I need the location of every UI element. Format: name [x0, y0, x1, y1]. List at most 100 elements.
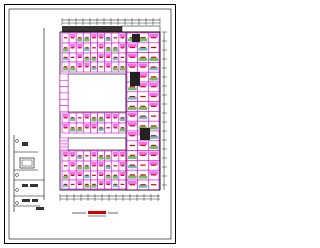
room-label-mark [85, 183, 89, 185]
room-label-mark [129, 115, 135, 117]
room-label-mark [63, 117, 68, 119]
room-hatch [105, 156, 111, 160]
room-fill [63, 124, 69, 128]
title-band-dark [62, 26, 122, 32]
room-fill [128, 43, 137, 48]
right-dimension-strip [162, 31, 167, 190]
room-hatch [112, 175, 118, 179]
room-label-mark [140, 76, 146, 78]
room-label-mark [113, 47, 118, 49]
room-hatch [138, 38, 148, 42]
room-label-mark [106, 37, 110, 39]
room-hatch [91, 118, 97, 122]
room-fill [119, 172, 125, 176]
room-hatch [138, 175, 148, 179]
room-label-mark [78, 37, 82, 39]
room-label-mark [140, 105, 146, 107]
room-label-mark [129, 86, 135, 88]
room-label-mark [92, 183, 96, 185]
room-hatch [128, 87, 137, 91]
room-fill [98, 172, 104, 176]
room-label-mark [70, 56, 75, 58]
room-label-mark [85, 127, 89, 129]
room-fill [138, 83, 148, 87]
room-hatch [91, 57, 97, 61]
room-label-mark [151, 56, 157, 58]
room-label-mark [140, 174, 146, 176]
room-label-mark [151, 46, 157, 49]
room-label-mark [129, 105, 135, 107]
room-hatch [128, 175, 137, 179]
room-fill [112, 124, 118, 128]
room-label-mark [78, 183, 82, 185]
corridor-room [59, 92, 69, 100]
room-hatch [98, 128, 104, 131]
corridor-room [59, 105, 69, 113]
room-label-mark [120, 56, 125, 58]
room-label-mark [63, 47, 68, 49]
room-fill [84, 124, 90, 128]
room-label-mark [99, 117, 103, 119]
room-label-mark [120, 37, 125, 39]
room-label-mark [120, 66, 125, 68]
room-label-mark [78, 117, 82, 119]
room-label-mark [70, 127, 75, 129]
room-label-mark [140, 86, 146, 88]
corridor-room [59, 140, 69, 145]
courtyard-upper [67, 73, 127, 113]
room-label-mark [129, 95, 135, 98]
room-label-mark [113, 127, 118, 129]
room-label-mark [78, 127, 82, 129]
room-label-mark [113, 165, 118, 167]
room-fill [98, 162, 104, 166]
room-fill [70, 44, 76, 48]
room-fill [149, 92, 158, 97]
sheet-inner-frame [8, 8, 172, 240]
room-hatch [138, 57, 148, 61]
room-label-mark [140, 125, 146, 127]
room-label-mark [99, 127, 103, 129]
room-hatch [119, 67, 125, 71]
corridor-room [59, 98, 69, 106]
room-fill [91, 34, 97, 38]
corridor-room [59, 80, 69, 87]
room-label-mark [99, 165, 103, 167]
room-label-mark [78, 155, 82, 157]
room-label-mark [99, 183, 103, 185]
room-label-mark [151, 76, 157, 78]
room-label-mark [113, 66, 118, 68]
room-label-mark [151, 174, 157, 176]
room-label-mark [151, 105, 157, 107]
room-label-mark [85, 117, 89, 119]
room-label-mark [99, 47, 103, 49]
room-fill [149, 102, 158, 107]
room-fill [112, 152, 118, 156]
room-fill [91, 124, 97, 128]
room-label-mark [63, 56, 68, 58]
room-fill [77, 54, 83, 58]
room-hatch [128, 96, 137, 100]
room-fill [119, 34, 125, 38]
room-fill [138, 73, 148, 77]
room-fill [138, 151, 148, 156]
room-label-mark [106, 155, 110, 157]
room-fill [70, 172, 76, 176]
room-hatch [112, 184, 118, 188]
room-label-mark [78, 56, 82, 58]
room-hatch [149, 57, 158, 61]
room-fill [138, 63, 148, 67]
room-fill [128, 132, 137, 136]
room-label-mark [129, 125, 135, 127]
room-hatch [91, 184, 97, 188]
room-fill [84, 63, 90, 67]
room-label-mark [92, 47, 96, 49]
room-label-mark [63, 183, 68, 185]
stair-core [130, 72, 140, 86]
room-hatch [149, 126, 158, 130]
room-label-mark [70, 47, 75, 49]
room-label-mark [106, 117, 110, 119]
room-label-mark [99, 56, 103, 58]
room-fill [98, 34, 104, 38]
room-fill [105, 63, 111, 67]
drawing-title-stamp [72, 211, 118, 217]
